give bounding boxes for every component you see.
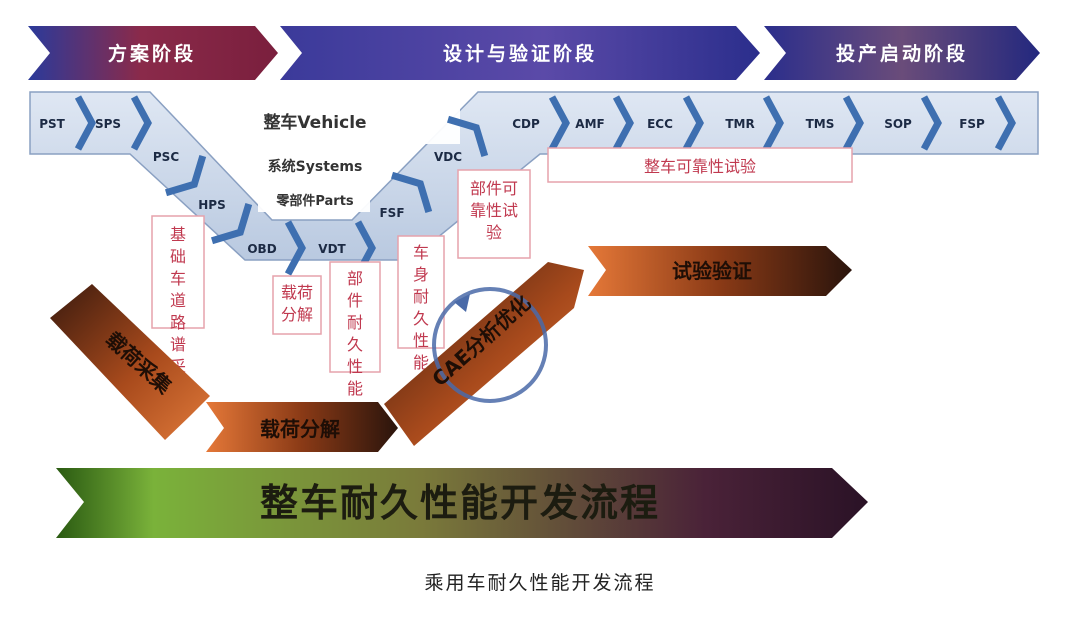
stage-label: OBD [247,242,276,256]
stage-label: FSP [959,117,985,131]
stage-label: SPS [95,117,121,131]
level-systems: 系统Systems [268,158,363,175]
level-vehicle: 整车Vehicle [263,112,366,133]
stage-label: FSF [379,206,404,220]
stage-chevrons: PST SPS PSC HPS OBD VDT FSF VDC CDP AMF ECC TMR TMS S… [39,95,1016,276]
phase-label-design: 设计与验证阶段 [443,42,597,65]
stage-tms: TMS [806,95,864,151]
note-load-decomposition: 载荷分解 [272,275,322,335]
cycle-arrow-head-icon [454,294,470,312]
stage-psc: PSC [153,150,207,197]
stage-chevron-icon [210,202,253,245]
stage-ecc: ECC [647,95,704,151]
stage-label: HPS [198,198,225,212]
note-load-decomposition-text: 载荷分解 [281,283,313,324]
level-parts: 零部件Parts [275,193,354,209]
v-band [29,91,1039,261]
stage-chevron-icon [164,154,207,197]
stage-pst: PST [39,95,96,151]
stage-chevron-icon [130,95,152,151]
level-box-parts [258,186,370,212]
level-box-systems [258,150,386,180]
stage-sop: SOP [884,95,942,151]
stage-chevron-icon [548,95,570,151]
stage-vdc: VDC [434,115,489,164]
stage-chevron-icon [762,95,784,151]
stage-chevron-icon [612,95,634,151]
phase-arrow-design [280,26,760,80]
stage-chevron-icon [390,171,433,214]
phase-label-scheme: 方案阶段 [108,42,196,65]
stage-label: CDP [512,117,540,131]
figure-caption: 乘用车耐久性能开发流程 [424,572,656,594]
main-banner-arrow [56,468,868,538]
stage-chevron-icon [994,95,1016,151]
flow-arrow-test-verification [588,246,852,296]
flow-label-load-decomposition: 载荷分解 [260,417,340,441]
stage-chevron-icon [682,95,704,151]
stage-fsp: FSP [959,95,1016,151]
stage-chevron-icon [842,95,864,151]
stage-chevron-icon [920,95,942,151]
note-part-reliability: 部件可靠性试验 [457,169,531,259]
phase-arrow-launch [764,26,1040,80]
stage-cdp: CDP [512,95,570,151]
stage-obd: OBD [247,220,306,276]
stage-hps: HPS [198,198,253,245]
stage-chevron-icon [284,220,306,276]
reliability-test-bar [547,147,853,183]
phase-label-launch: 投产启动阶段 [836,42,968,65]
level-box-vehicle [230,100,460,144]
stage-label: SOP [884,117,912,131]
stage-label: PSC [153,150,179,164]
stage-label: AMF [575,117,604,131]
flow-label-test-verification: 试验验证 [672,259,752,283]
phase-arrow-scheme [28,26,278,80]
stage-label: ECC [647,117,673,131]
reliability-test-label: 整车可靠性试验 [644,157,756,176]
cycle-icon [432,287,548,403]
stage-sps: SPS [95,95,152,151]
note-part-simulation: 部件耐久性能仿真 [329,261,381,442]
stage-fsf: FSF [379,171,433,220]
stage-label: TMS [806,117,835,131]
flow-arrow-load-collection [50,284,210,440]
note-road-spectrum: 基础车道路谱采集 [151,215,205,398]
stage-tmr: TMR [725,95,784,151]
main-banner-title: 整车耐久性能开发流程 [260,481,660,525]
stage-label: PST [39,117,65,131]
stage-label: VDT [318,242,346,256]
level-labels: 整车Vehicle 系统Systems 零部件Parts [230,100,460,212]
stage-chevron-icon [446,115,489,158]
stage-label: VDC [434,150,462,164]
note-part-reliability-text: 部件可靠性试验 [470,179,518,242]
stage-chevron-icon [74,95,96,151]
flow-arrow-load-decomposition [206,402,398,452]
stage-label: TMR [725,117,754,131]
stage-amf: AMF [575,95,634,151]
phase-header: 方案阶段 设计与验证阶段 投产启动阶段 [28,26,1040,80]
